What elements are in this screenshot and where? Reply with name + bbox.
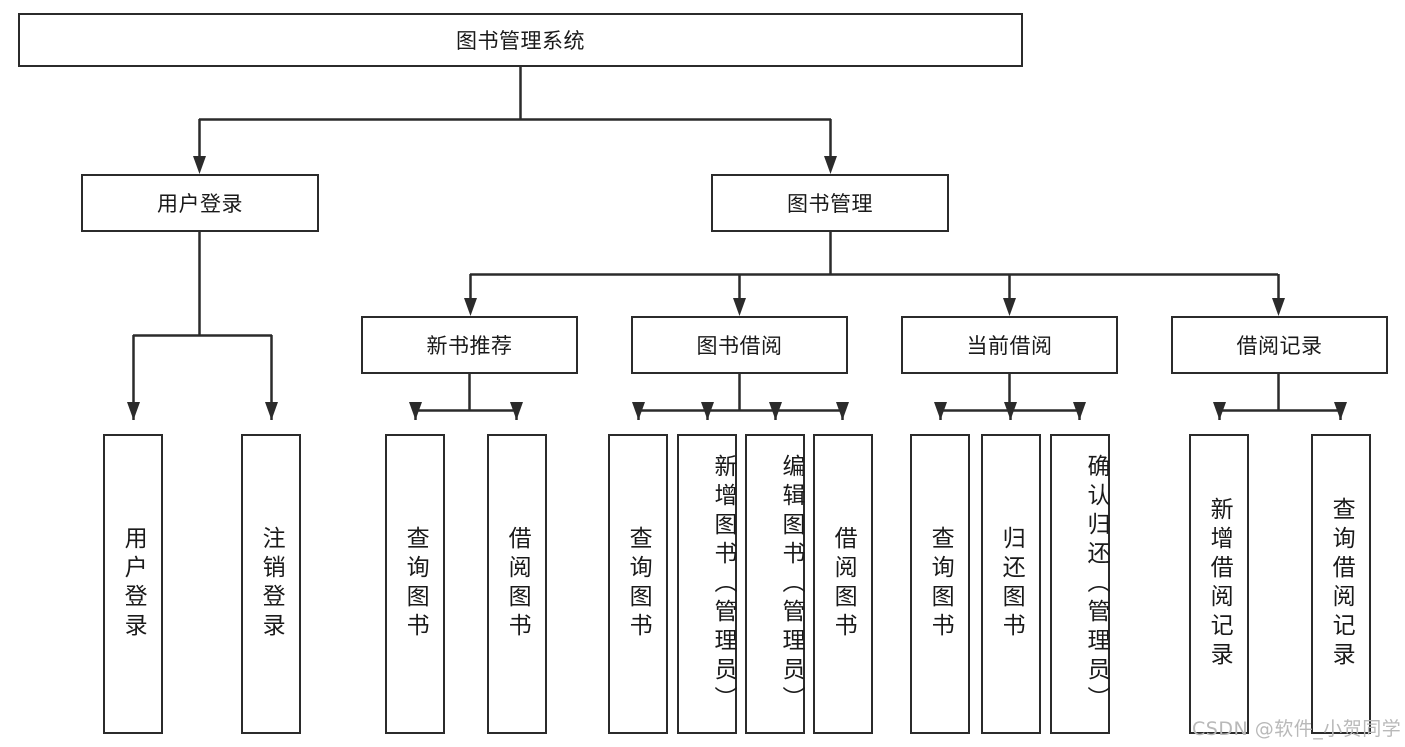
arrowhead-current-leaf2 <box>1004 402 1017 420</box>
arrowhead-login <box>193 156 206 174</box>
arrowhead-newbook <box>464 298 477 316</box>
leaf-add-book-admin[interactable]: 新增图书（管理员） <box>677 434 737 734</box>
node-book-borrow[interactable]: 图书借阅 <box>631 316 848 374</box>
arrowhead-borrow-leaf3 <box>769 402 782 420</box>
node-borrow-record[interactable]: 借阅记录 <box>1171 316 1388 374</box>
leaf-query-book-current[interactable]: 查询图书 <box>910 434 970 734</box>
leaf-borrow-book[interactable]: 借阅图书 <box>813 434 873 734</box>
leaf-query-book-newbook[interactable]: 查询图书 <box>385 434 445 734</box>
arrowhead-current-leaf3 <box>1073 402 1086 420</box>
node-new-book-recommend[interactable]: 新书推荐 <box>361 316 578 374</box>
leaf-user-login[interactable]: 用户登录 <box>103 434 163 734</box>
node-book-management[interactable]: 图书管理 <box>711 174 949 232</box>
arrowhead-borrow-leaf1 <box>632 402 645 420</box>
arrowhead-current <box>1003 298 1016 316</box>
leaf-return-book[interactable]: 归还图书 <box>981 434 1041 734</box>
arrowhead-record-leaf1 <box>1213 402 1226 420</box>
leaf-edit-book-admin[interactable]: 编辑图书（管理员） <box>745 434 805 734</box>
arrowhead-newbook-leaf1 <box>409 402 422 420</box>
leaf-add-borrow-record[interactable]: 新增借阅记录 <box>1189 434 1249 734</box>
arrowhead-borrow-leaf4 <box>836 402 849 420</box>
leaf-logout[interactable]: 注销登录 <box>241 434 301 734</box>
arrowhead-record-leaf2 <box>1334 402 1347 420</box>
arrowheads <box>127 156 1347 420</box>
leaf-query-borrow-record[interactable]: 查询借阅记录 <box>1311 434 1371 734</box>
arrowhead-newbook-leaf2 <box>510 402 523 420</box>
arrowhead-borrow <box>733 298 746 316</box>
arrowhead-leaf-user-login <box>127 402 140 420</box>
arrowhead-bookmgmt <box>824 156 837 174</box>
node-current-borrow[interactable]: 当前借阅 <box>901 316 1118 374</box>
node-root-system[interactable]: 图书管理系统 <box>18 13 1023 67</box>
arrowhead-leaf-logout <box>265 402 278 420</box>
node-user-login[interactable]: 用户登录 <box>81 174 319 232</box>
leaf-confirm-return-admin[interactable]: 确认归还（管理员） <box>1050 434 1110 734</box>
arrowhead-borrow-leaf2 <box>701 402 714 420</box>
leaf-query-book-borrow[interactable]: 查询图书 <box>608 434 668 734</box>
leaf-borrow-book-newbook[interactable]: 借阅图书 <box>487 434 547 734</box>
arrowhead-current-leaf1 <box>934 402 947 420</box>
arrowhead-record <box>1272 298 1285 316</box>
